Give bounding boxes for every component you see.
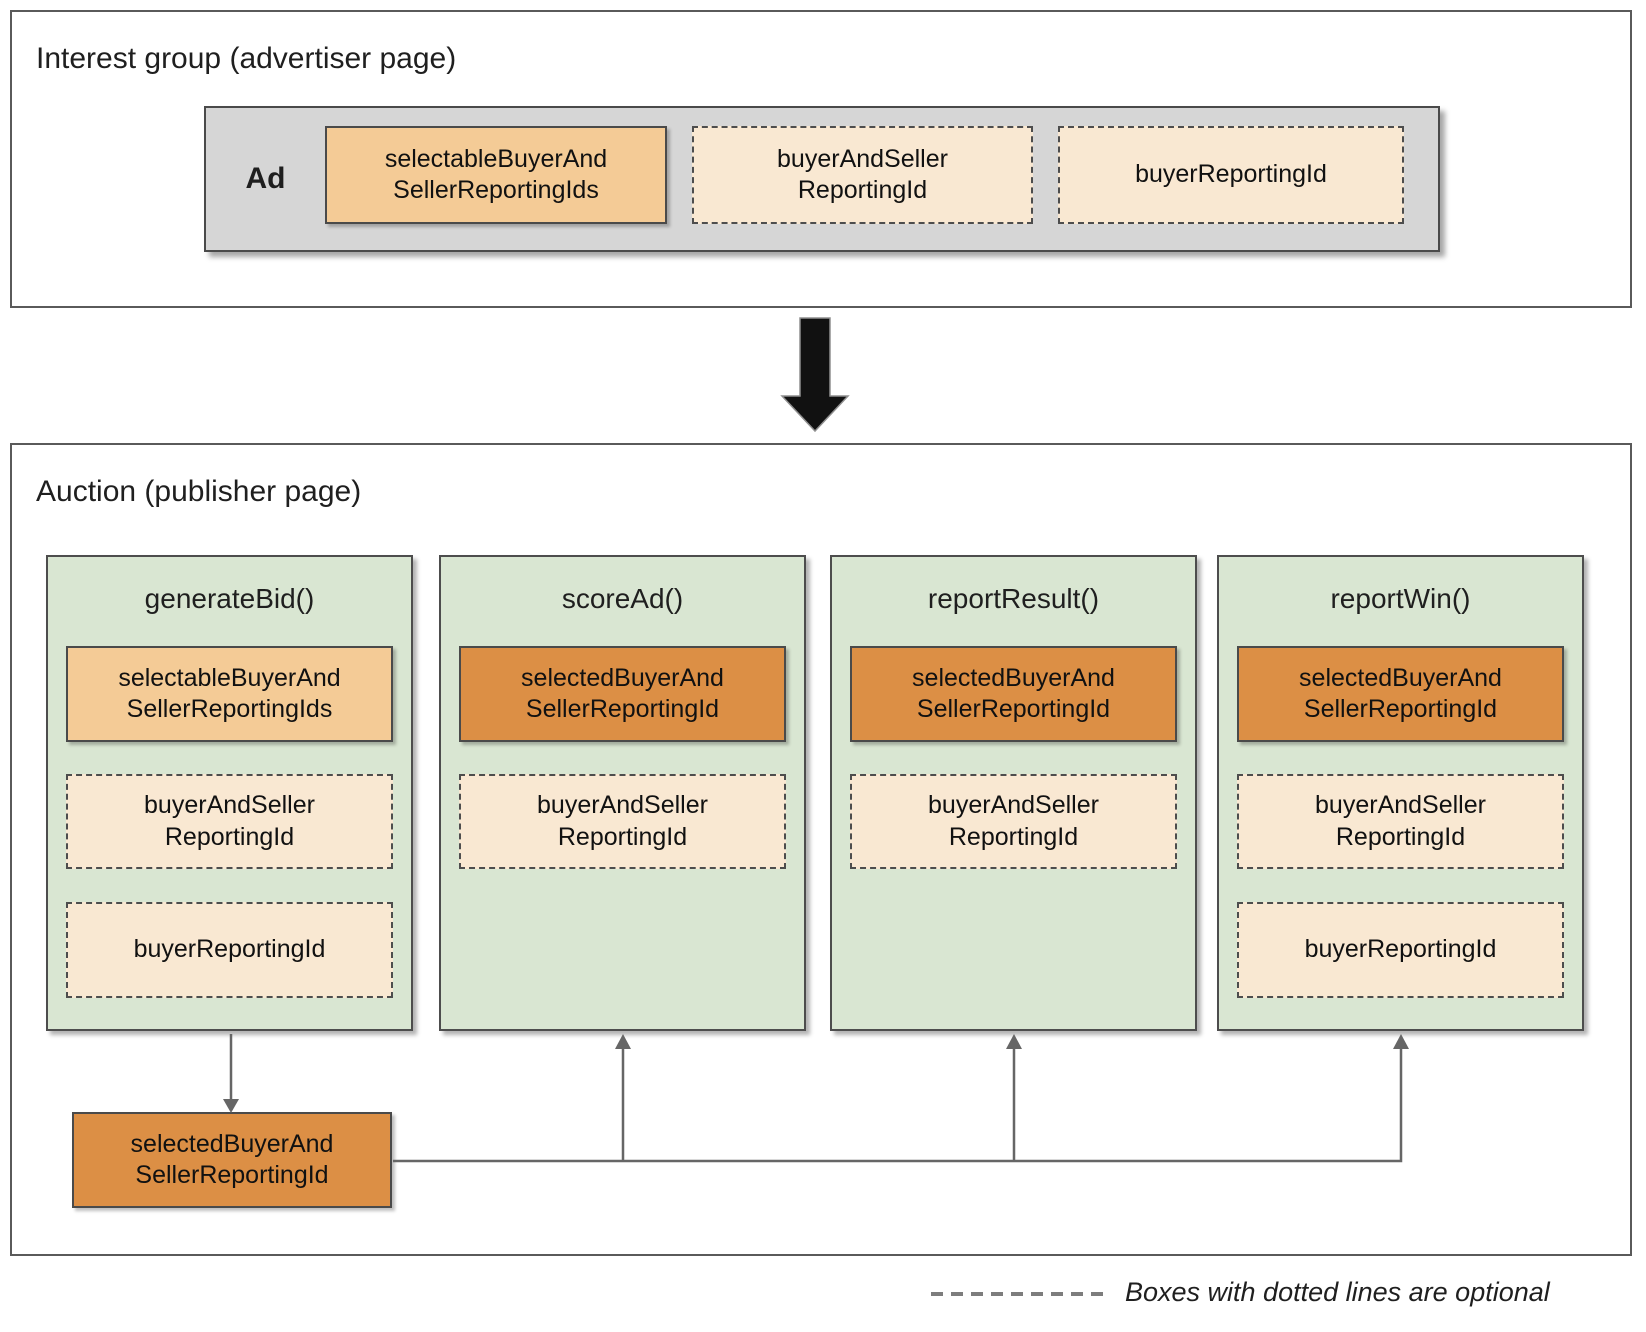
buyer-reporting-id-box: buyerReportingId [66,902,393,998]
auction-section: Auction (publisher page) generateBid() s… [10,443,1632,1256]
buyer-and-seller-reporting-id-box: buyerAndSeller ReportingId [66,774,393,869]
report-result-title: reportResult() [927,583,1100,614]
flow-down-arrow-icon [780,317,850,433]
auction-title: Auction (publisher page) [36,475,362,508]
buyer-and-seller-reporting-id-box: buyerAndSeller ReportingId [692,126,1033,224]
report-win-title: reportWin() [1330,583,1471,614]
selectable-buyer-and-seller-reporting-ids-box: selectableBuyerAnd SellerReportingIds [66,646,393,742]
legend-text: Boxes with dotted lines are optional [1125,1277,1550,1307]
selected-output-box: selectedBuyerAnd SellerReportingId [72,1112,392,1208]
score-ad-panel: scoreAd() selectedBuyerAnd SellerReporti… [439,555,806,1031]
generate-bid-title: generateBid() [144,583,315,614]
buyer-reporting-id-box: buyerReportingId [1058,126,1404,224]
score-ad-title: scoreAd() [561,583,684,614]
selected-buyer-and-seller-reporting-id-box: selectedBuyerAnd SellerReportingId [850,646,1177,742]
selected-buyer-and-seller-reporting-id-box: selectedBuyerAnd SellerReportingId [1237,646,1564,742]
buyer-and-seller-reporting-id-box: buyerAndSeller ReportingId [1237,774,1564,869]
report-win-panel: reportWin() selectedBuyerAnd SellerRepor… [1217,555,1584,1031]
selected-buyer-and-seller-reporting-id-box: selectedBuyerAnd SellerReportingId [459,646,786,742]
buyer-and-seller-reporting-id-box: buyerAndSeller ReportingId [850,774,1177,869]
generate-bid-panel: generateBid() selectableBuyerAnd SellerR… [46,555,413,1031]
report-result-panel: reportResult() selectedBuyerAnd SellerRe… [830,555,1197,1031]
buyer-and-seller-reporting-id-box: buyerAndSeller ReportingId [459,774,786,869]
buyer-reporting-id-box: buyerReportingId [1237,902,1564,998]
ad-label: Ad [245,162,286,195]
selectable-buyer-and-seller-reporting-ids-box: selectableBuyerAnd SellerReportingIds [325,126,667,224]
ad-container: Ad selectableBuyerAnd SellerReportingIds… [204,106,1440,252]
interest-group-section: Interest group (advertiser page) Ad sele… [10,10,1632,308]
interest-group-title: Interest group (advertiser page) [36,42,457,75]
